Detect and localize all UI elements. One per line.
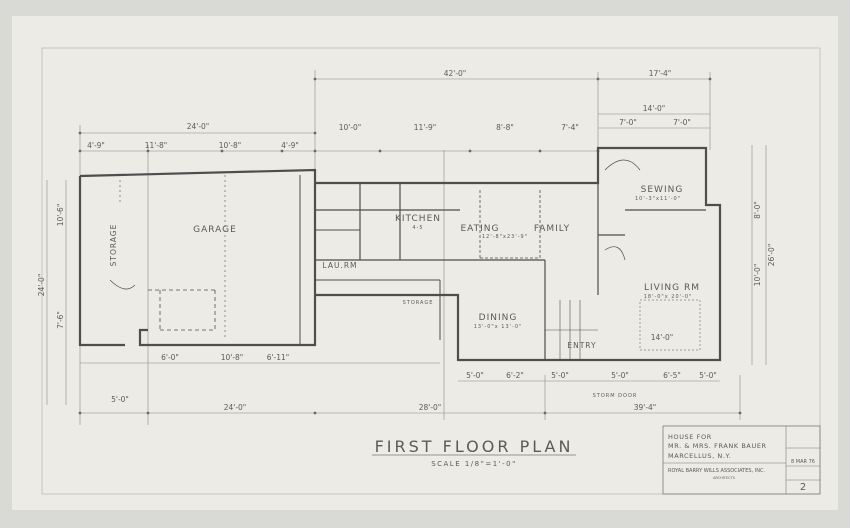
room-eating: EATING xyxy=(460,224,499,234)
dim-10-0: 10'-0" xyxy=(339,123,362,132)
dim-left-10: 10'-6" xyxy=(56,204,65,227)
walls xyxy=(78,146,722,362)
room-entry: ENTRY xyxy=(567,341,596,350)
dim-right-10: 10'-0" xyxy=(753,264,762,287)
dim-7a: 7'-0" xyxy=(619,118,637,127)
room-kitchen: KITCHEN xyxy=(395,214,441,224)
project-line-1: HOUSE FOR xyxy=(668,433,712,441)
dimension-ticks xyxy=(78,77,742,415)
dim-6-0: 6'-0" xyxy=(161,353,179,362)
dim-39: 39'-4" xyxy=(634,403,657,412)
dim-8-8: 8'-8" xyxy=(496,123,514,132)
dim-28: 28'-0" xyxy=(419,403,442,412)
dim-7b: 7'-0" xyxy=(673,118,691,127)
room-living: LIVING RM xyxy=(644,283,700,293)
room-storage: STORAGE xyxy=(403,300,434,306)
plan-scale: SCALE 1/8"=1'-0" xyxy=(431,460,517,468)
dim-6-11: 6'-11" xyxy=(267,353,290,362)
room-kitchen-size: 4-5 xyxy=(412,225,423,231)
dim-right-14: 14'-0" xyxy=(651,333,674,342)
storm-door-note: STORM DOOR xyxy=(593,393,638,399)
dim-7-4: 7'-4" xyxy=(561,123,579,132)
tracing-paper xyxy=(12,16,838,510)
dim-6-5: 6'-5" xyxy=(663,371,681,380)
room-family-size: 12'-8"x23'-9" xyxy=(482,234,528,240)
project-line-2: MR. & MRS. FRANK BAUER xyxy=(668,442,767,450)
dim-6-2: 6'-2" xyxy=(506,371,524,380)
room-sewing: SEWING xyxy=(641,185,684,195)
room-sewing-size: 10'-3"x11'-0" xyxy=(635,196,681,202)
room-laundry: LAU.RM xyxy=(322,261,357,270)
dim-left-7: 7'-6" xyxy=(56,311,65,329)
room-garage: GARAGE xyxy=(193,225,237,235)
dim-17: 17'-4" xyxy=(649,69,672,78)
dim-5-0c: 5'-0" xyxy=(611,371,629,380)
room-dining-size: 13'-0"x 13'-0" xyxy=(474,324,523,330)
project-line-3: MARCELLUS, N.Y. xyxy=(668,452,731,460)
sheet-date: 8 MAR 76 xyxy=(791,459,815,465)
dim-42: 42'-0" xyxy=(444,69,467,78)
dim-left-24: 24'-0" xyxy=(37,274,46,297)
dim-14: 14'-0" xyxy=(643,104,666,113)
dim-24-top: 24'-0" xyxy=(187,122,210,131)
dim-right-8: 8'-0" xyxy=(753,201,762,219)
garage-storage-label: STORAGE xyxy=(109,224,118,267)
room-family: FAMILY xyxy=(534,224,570,234)
dim-11-8: 11'-8" xyxy=(145,141,168,150)
sheet-border xyxy=(41,47,821,495)
dim-right-26: 26'-0" xyxy=(767,244,776,267)
room-dining: DINING xyxy=(479,313,518,323)
title-block: HOUSE FOR MR. & MRS. FRANK BAUER MARCELL… xyxy=(662,425,821,495)
plan-title: FIRST FLOOR PLAN xyxy=(375,437,574,456)
dim-24-bot: 24'-0" xyxy=(224,403,247,412)
dim-10-8: 10'-8" xyxy=(219,141,242,150)
dim-5-0d: 5'-0" xyxy=(699,371,717,380)
dim-5-0a: 5'-0" xyxy=(466,371,484,380)
firm-name: ROYAL BARRY WILLS ASSOCIATES, INC. xyxy=(668,468,765,474)
dim-4-9b: 4'-9" xyxy=(281,141,299,150)
sheet-number: 2 xyxy=(800,482,806,493)
dim-4-9a: 4'-9" xyxy=(87,141,105,150)
dim-5-0b: 5'-0" xyxy=(551,371,569,380)
dim-5-0e: 5'-0" xyxy=(111,395,129,404)
room-living-size: 18'-0"x 20'-0" xyxy=(644,294,693,300)
dim-10-8-bot: 10'-8" xyxy=(221,353,244,362)
firm-subtitle: ARCHITECTS xyxy=(713,476,736,480)
dim-11-9: 11'-9" xyxy=(414,123,437,132)
